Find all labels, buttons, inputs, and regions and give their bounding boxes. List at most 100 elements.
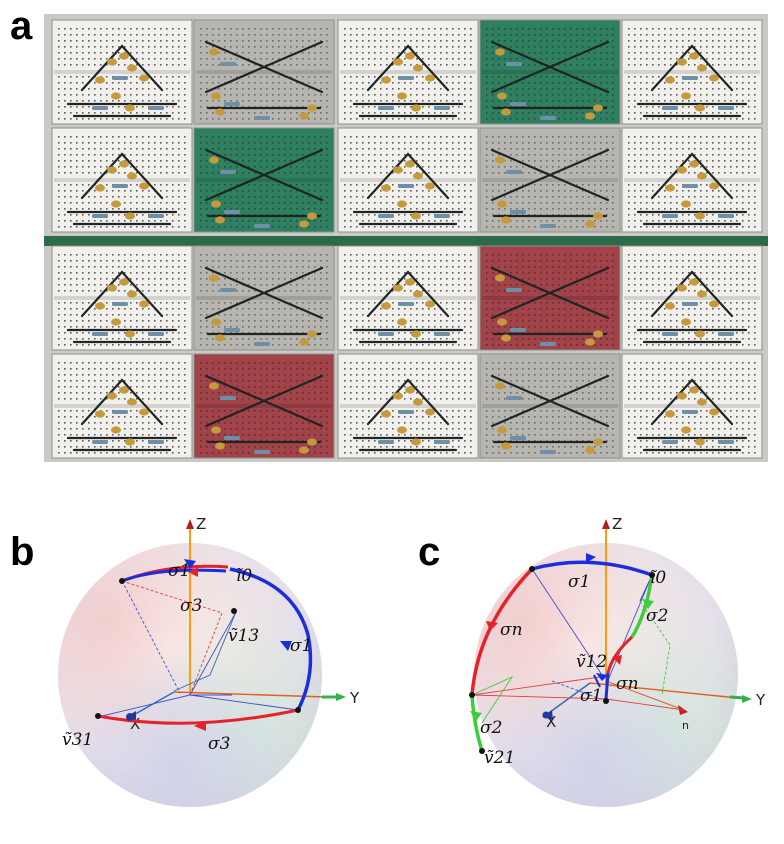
arrow-sigma1-top bbox=[184, 559, 196, 569]
point-bottom-center bbox=[603, 698, 609, 704]
label-sigma3-top: σ3 bbox=[180, 596, 202, 616]
arc-sigma2-green-left bbox=[470, 694, 484, 752]
capacitors bbox=[381, 278, 435, 338]
n-axis bbox=[605, 680, 685, 711]
resistors bbox=[378, 410, 450, 444]
jumper-wires bbox=[352, 270, 464, 344]
breadboard-white bbox=[621, 245, 763, 351]
jumper-wires bbox=[636, 378, 748, 452]
breadboard-white bbox=[621, 353, 763, 459]
jumper-wires bbox=[66, 152, 178, 226]
label-sigma1-top: σ1 bbox=[568, 572, 590, 592]
projection-green bbox=[471, 675, 514, 724]
label-v21: ṽ21 bbox=[484, 748, 515, 768]
breadboard-white bbox=[51, 353, 193, 459]
arrow-sigman-left bbox=[486, 621, 498, 631]
resistors bbox=[92, 410, 164, 444]
z-axis-arrow bbox=[602, 519, 610, 529]
resistors bbox=[506, 288, 556, 346]
panel-label-a: a bbox=[10, 4, 33, 48]
resistors bbox=[662, 410, 734, 444]
capacitors bbox=[381, 386, 435, 446]
y-axis-tip bbox=[729, 695, 745, 700]
label-sigma2-left: σ2 bbox=[480, 718, 502, 738]
point-v13 bbox=[231, 608, 237, 614]
resistors bbox=[506, 170, 556, 228]
jumper-wires bbox=[490, 374, 610, 444]
capacitors bbox=[381, 52, 435, 112]
label-i0: ĩ0 bbox=[650, 568, 666, 588]
board-divider-strip bbox=[44, 236, 768, 246]
breadboard-white bbox=[337, 353, 479, 459]
breadboard-white bbox=[621, 127, 763, 233]
resistors bbox=[378, 184, 450, 218]
x-axis bbox=[545, 682, 591, 716]
capacitors bbox=[495, 48, 603, 120]
resistors bbox=[220, 62, 270, 120]
arc-sigma2-green-right bbox=[630, 574, 654, 638]
resistors bbox=[220, 396, 270, 454]
jumper-wires bbox=[352, 44, 464, 118]
jumper-wires bbox=[66, 270, 178, 344]
projection-lightblue bbox=[173, 611, 237, 692]
point-x bbox=[542, 711, 550, 719]
panel-label-c: c bbox=[418, 530, 441, 574]
jumper-wires bbox=[490, 40, 610, 110]
projection-blue-dashed bbox=[121, 580, 181, 694]
y-axis bbox=[173, 691, 327, 698]
capacitors bbox=[381, 160, 435, 220]
capacitors bbox=[209, 382, 317, 454]
jumper-wires bbox=[66, 44, 178, 118]
resistors bbox=[662, 184, 734, 218]
capacitors bbox=[665, 386, 719, 446]
projection-blue-dashed bbox=[551, 680, 607, 702]
capacitors bbox=[665, 278, 719, 338]
resistors bbox=[92, 302, 164, 336]
capacitors bbox=[209, 274, 317, 346]
arrow-sigma3-top bbox=[188, 567, 198, 577]
z-axis-label: Z bbox=[612, 515, 622, 533]
capacitors bbox=[209, 156, 317, 228]
resistors bbox=[662, 302, 734, 336]
resistors bbox=[92, 184, 164, 218]
bloch-sphere-c: Z Y X n bbox=[469, 515, 766, 807]
y-axis-label: Y bbox=[755, 691, 766, 709]
jumper-wires bbox=[204, 148, 324, 218]
arrow-sigma2-left bbox=[470, 711, 482, 721]
arrow-sigma2-right bbox=[642, 599, 654, 609]
breadboard-photo bbox=[44, 14, 768, 462]
point-start bbox=[119, 578, 125, 584]
resistors bbox=[662, 76, 734, 110]
jumper-wires bbox=[636, 44, 748, 118]
breadboard-white bbox=[51, 19, 193, 125]
jumper-wires bbox=[204, 40, 324, 110]
arrow-sigma1-top bbox=[586, 553, 596, 563]
bloch-sphere-b: Z Y X σ1 σ3 ĩ0 ṽ13 bbox=[58, 515, 360, 807]
jumper-wires bbox=[66, 378, 178, 452]
resistors bbox=[92, 76, 164, 110]
jumper-wires bbox=[204, 266, 324, 336]
jumper-wires bbox=[636, 152, 748, 226]
resistors bbox=[506, 62, 556, 120]
label-sigman-center: σn bbox=[616, 674, 639, 694]
x-axis-label: X bbox=[546, 713, 556, 731]
y-axis-label: Y bbox=[349, 689, 360, 707]
label-v31: ṽ31 bbox=[62, 730, 93, 750]
label-i0: ĩ0 bbox=[236, 566, 252, 586]
resistors bbox=[378, 302, 450, 336]
resistors bbox=[378, 76, 450, 110]
breadboard-white bbox=[621, 19, 763, 125]
label-sigma1-top: σ1 bbox=[168, 561, 190, 581]
arrow-sigman-center bbox=[612, 655, 622, 665]
label-sigma1-right: σ1 bbox=[290, 636, 312, 656]
arrow-sigma3-bottom bbox=[194, 721, 206, 731]
breadboard-white bbox=[51, 127, 193, 233]
arc-sigma1-blue-top bbox=[531, 560, 653, 577]
point-top-left bbox=[529, 566, 535, 572]
capacitors bbox=[95, 52, 149, 112]
arc-sigma1-blue-center bbox=[604, 672, 610, 700]
breadboard-white bbox=[337, 245, 479, 351]
projection-red-thin bbox=[471, 676, 685, 711]
breadboard-white bbox=[337, 127, 479, 233]
arc-sigma1-blue-right bbox=[229, 567, 313, 711]
